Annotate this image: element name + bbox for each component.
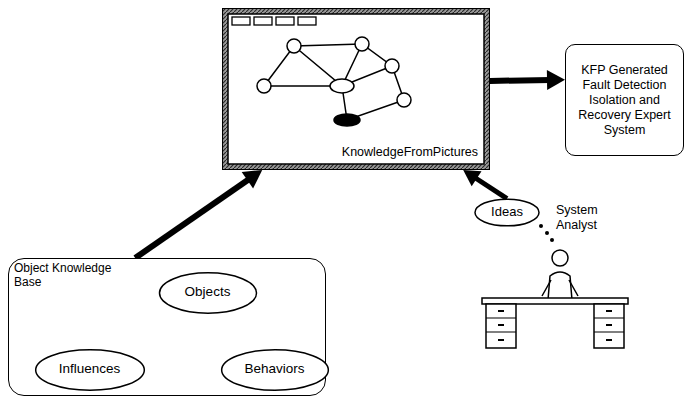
- node-label: Behaviors: [244, 361, 304, 377]
- thought-dot: [550, 238, 554, 242]
- toolbar-button: [298, 17, 316, 25]
- expert-system-box: KFP Generated Fault Detection Isolation …: [565, 44, 684, 156]
- connector-arrow: [463, 170, 507, 199]
- tool-window: KnowledgeFromPictures: [222, 8, 490, 170]
- arrow-head: [242, 170, 262, 188]
- role-label: System Analyst: [556, 203, 616, 233]
- node-label: Object Knowledge Base: [14, 261, 126, 290]
- node-label: KnowledgeFromPictures: [340, 145, 480, 160]
- toolbar-button: [276, 17, 294, 25]
- toolbar-button: [232, 17, 250, 25]
- drawer-handles: [498, 311, 612, 340]
- arrow-head: [547, 70, 565, 90]
- thought-dot: [545, 231, 549, 235]
- connector-line: [474, 177, 507, 199]
- influence-ellipse: Influences: [34, 348, 146, 392]
- node-label: KFP Generated Fault Detection Isolation …: [577, 63, 673, 138]
- ideas-ellipse: Ideas: [474, 198, 540, 227]
- window-pane: [228, 14, 484, 164]
- behavior-ellipse: Behaviors: [220, 348, 330, 392]
- window-border: [223, 9, 490, 170]
- graph-edges: [264, 44, 404, 120]
- thought-dot: [539, 224, 543, 228]
- connector-line: [490, 77, 551, 84]
- object-ellipse: Objects: [158, 271, 258, 315]
- node-label: Influences: [59, 361, 121, 377]
- connector-arrow: [490, 70, 565, 90]
- analyst-body: [548, 272, 572, 300]
- connector-arrow: [135, 170, 262, 258]
- analyst-arms: [542, 280, 578, 296]
- desk-drawers: [486, 318, 624, 332]
- connector-line: [135, 178, 250, 258]
- knowledge-base-panel: Object Knowledge BaseObjectsInfluences Be…: [8, 258, 326, 396]
- node-label: Objects: [185, 284, 231, 300]
- node-label: Ideas: [491, 204, 523, 220]
- desk-top: [482, 298, 628, 304]
- toolbar-button: [254, 17, 272, 25]
- analyst-head: [552, 250, 568, 266]
- graph-nodes: [257, 37, 411, 126]
- arrow-head: [463, 170, 481, 186]
